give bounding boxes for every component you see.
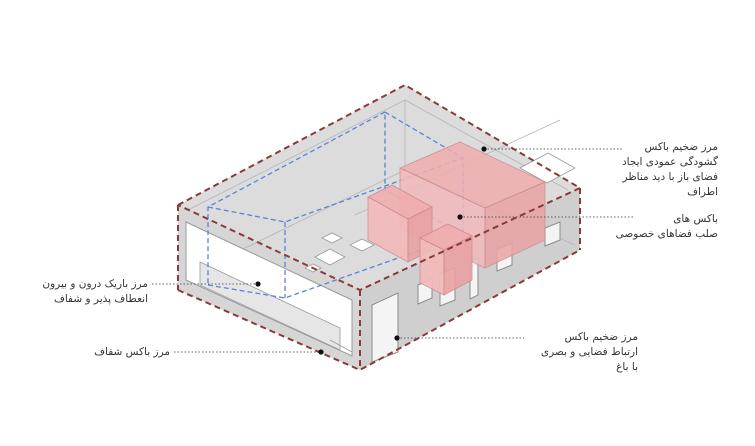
label-thick-border-opening: مرز ضخیم باکس گشودگی عمودی ایجاد فضای با…: [590, 140, 718, 200]
label-line: فضای باز با دید مناظر: [622, 171, 718, 183]
front-opening: [185, 221, 353, 357]
label-thin-border: مرز باریک درون و بیرون انعطاف پذیر و شفا…: [10, 277, 148, 307]
label-line: باکس های: [673, 213, 718, 225]
leader-dots: [255, 146, 487, 355]
label-line: مرز باکس شفاف: [94, 346, 170, 358]
leader-lines: [152, 148, 635, 353]
private-boxes: [367, 141, 546, 296]
label-line: گشودگی عمودی ایجاد: [621, 156, 718, 168]
label-line: مرز ضخیم باکس: [564, 331, 638, 343]
label-line: ارتباط فضایی و بصری: [540, 346, 638, 358]
label-solid-private-boxes: باکس های صلب فضاهای خصوصی: [590, 212, 718, 242]
label-transparent-border: مرز باکس شفاف: [60, 345, 170, 360]
label-line: با باغ: [616, 361, 638, 373]
top-face: [178, 85, 580, 290]
label-line: انعطاف پذیر و شفاف: [53, 293, 148, 305]
label-line: اطراف: [687, 186, 718, 198]
label-line: مرز ضخیم باکس: [644, 141, 718, 153]
thick-border-outline: [177, 83, 583, 372]
label-line: مرز باریک درون و بیرون: [42, 278, 148, 290]
label-thick-border-garden: مرز ضخیم باکس ارتباط فضایی و بصری با باغ: [528, 330, 638, 375]
label-line: صلب فضاهای خصوصی: [615, 228, 718, 240]
